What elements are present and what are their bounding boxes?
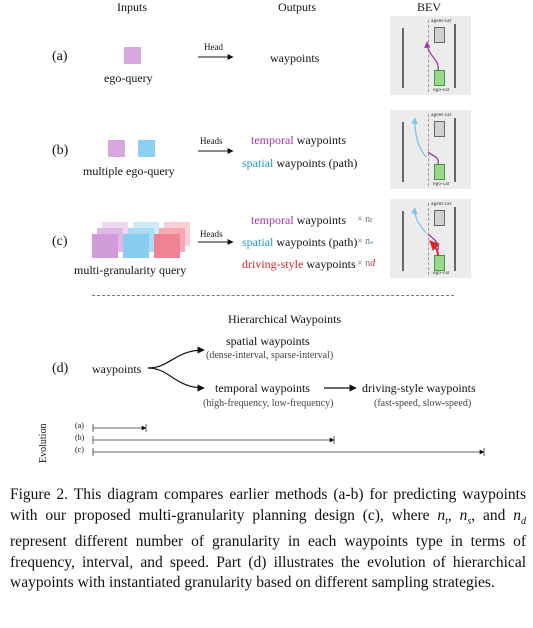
trajectory-c-style bbox=[429, 240, 440, 257]
trajectory-c-spatial bbox=[411, 207, 427, 234]
row-b-output-spatial: spatial waypoints (path) bbox=[242, 156, 358, 170]
ego-car bbox=[434, 255, 445, 271]
row-b-label: (b) bbox=[52, 143, 69, 158]
hier-style-sub: (fast-speed, slow-speed) bbox=[374, 398, 472, 409]
evolution-b-label: (b) bbox=[75, 433, 85, 442]
hier-spatial: spatial waypoints bbox=[226, 334, 310, 348]
figure-caption: Figure 2. This diagram compares earlier … bbox=[10, 486, 526, 592]
row-a-input-label: ego-query bbox=[104, 71, 153, 85]
hier-temporal-sub: (high-frequency, low-frequency) bbox=[203, 398, 334, 409]
road-right bbox=[454, 207, 456, 271]
agent-car-label: agent-car bbox=[431, 112, 452, 118]
row-c-mult-ns: × nₛ bbox=[357, 236, 374, 247]
ego-car-label: ego-car bbox=[433, 87, 450, 93]
row-a-output: waypoints bbox=[270, 51, 320, 65]
ego-query-square-1 bbox=[108, 140, 125, 157]
bev-panel-b: agent-car ego-car bbox=[390, 110, 471, 189]
lane-divider bbox=[428, 203, 429, 275]
ego-car-label: ego-car bbox=[433, 181, 450, 187]
row-a-label: (a) bbox=[52, 49, 68, 64]
row-d-label: (d) bbox=[52, 361, 69, 376]
row-c-output-style: driving-style waypoints bbox=[242, 257, 356, 271]
agent-car-label: agent-car bbox=[431, 18, 452, 24]
road-right bbox=[454, 24, 456, 88]
hier-title: Hierarchical Waypoints bbox=[228, 312, 342, 326]
hier-style: driving-style waypoints bbox=[362, 381, 476, 395]
hier-temporal: temporal waypoints bbox=[215, 381, 310, 395]
trajectory-b-temporal bbox=[427, 151, 439, 166]
query-stack-blue bbox=[123, 222, 159, 258]
row-b-input-label: multiple ego-query bbox=[83, 164, 175, 178]
agent-car bbox=[434, 27, 445, 43]
row-b-output-temporal: temporal waypoints bbox=[251, 133, 346, 147]
header-outputs: Outputs bbox=[278, 0, 317, 14]
hier-root: waypoints bbox=[92, 362, 142, 376]
road-left bbox=[402, 122, 404, 182]
hier-spatial-sub: (dense-interval, sparse-interval) bbox=[206, 350, 334, 361]
lane-divider bbox=[428, 114, 429, 186]
evolution-c-label: (c) bbox=[75, 445, 84, 454]
agent-car bbox=[434, 121, 445, 137]
caption-ns: ns bbox=[459, 506, 472, 527]
ego-car bbox=[434, 164, 445, 180]
section-divider bbox=[92, 295, 454, 296]
row-c-label: (c) bbox=[52, 234, 68, 249]
tree-to-spatial bbox=[147, 346, 205, 369]
row-c-input-label: multi-granularity query bbox=[74, 263, 187, 277]
row-c-mult-nd: × nd bbox=[357, 258, 376, 269]
row-a-arrow-label: Head bbox=[204, 42, 223, 52]
road-left bbox=[402, 211, 404, 271]
evolution-a-label: (a) bbox=[75, 421, 84, 430]
bev-panel-a: agent-car ego-car bbox=[390, 16, 471, 95]
header-bev: BEV bbox=[417, 0, 441, 14]
row-c-output-temporal: temporal waypoints bbox=[251, 213, 346, 227]
query-stack-red bbox=[154, 222, 190, 258]
caption-nd: nd bbox=[513, 506, 526, 527]
trajectory-b-spatial bbox=[411, 117, 427, 158]
row-c-arrow-label: Heads bbox=[200, 229, 223, 239]
trajectory-a bbox=[424, 41, 439, 72]
lane-divider bbox=[428, 20, 429, 92]
header-inputs: Inputs bbox=[117, 0, 147, 14]
row-b-arrow-label: Heads bbox=[200, 136, 223, 146]
ego-car-label: ego-car bbox=[433, 270, 450, 276]
bev-panel-c: agent-car ego-car bbox=[390, 199, 471, 278]
ego-query-square-2 bbox=[138, 140, 155, 157]
row-c-mult-nt: × nₜ bbox=[357, 214, 373, 225]
caption-nt: nt bbox=[437, 506, 448, 527]
agent-car-label: agent-car bbox=[431, 201, 452, 207]
tree-to-temporal bbox=[147, 367, 205, 392]
agent-car bbox=[434, 210, 445, 226]
road-left bbox=[402, 28, 404, 88]
ego-car bbox=[434, 70, 445, 86]
ego-query-square bbox=[124, 47, 141, 64]
row-c-output-spatial: spatial waypoints (path) bbox=[242, 235, 358, 249]
road-right bbox=[454, 118, 456, 182]
